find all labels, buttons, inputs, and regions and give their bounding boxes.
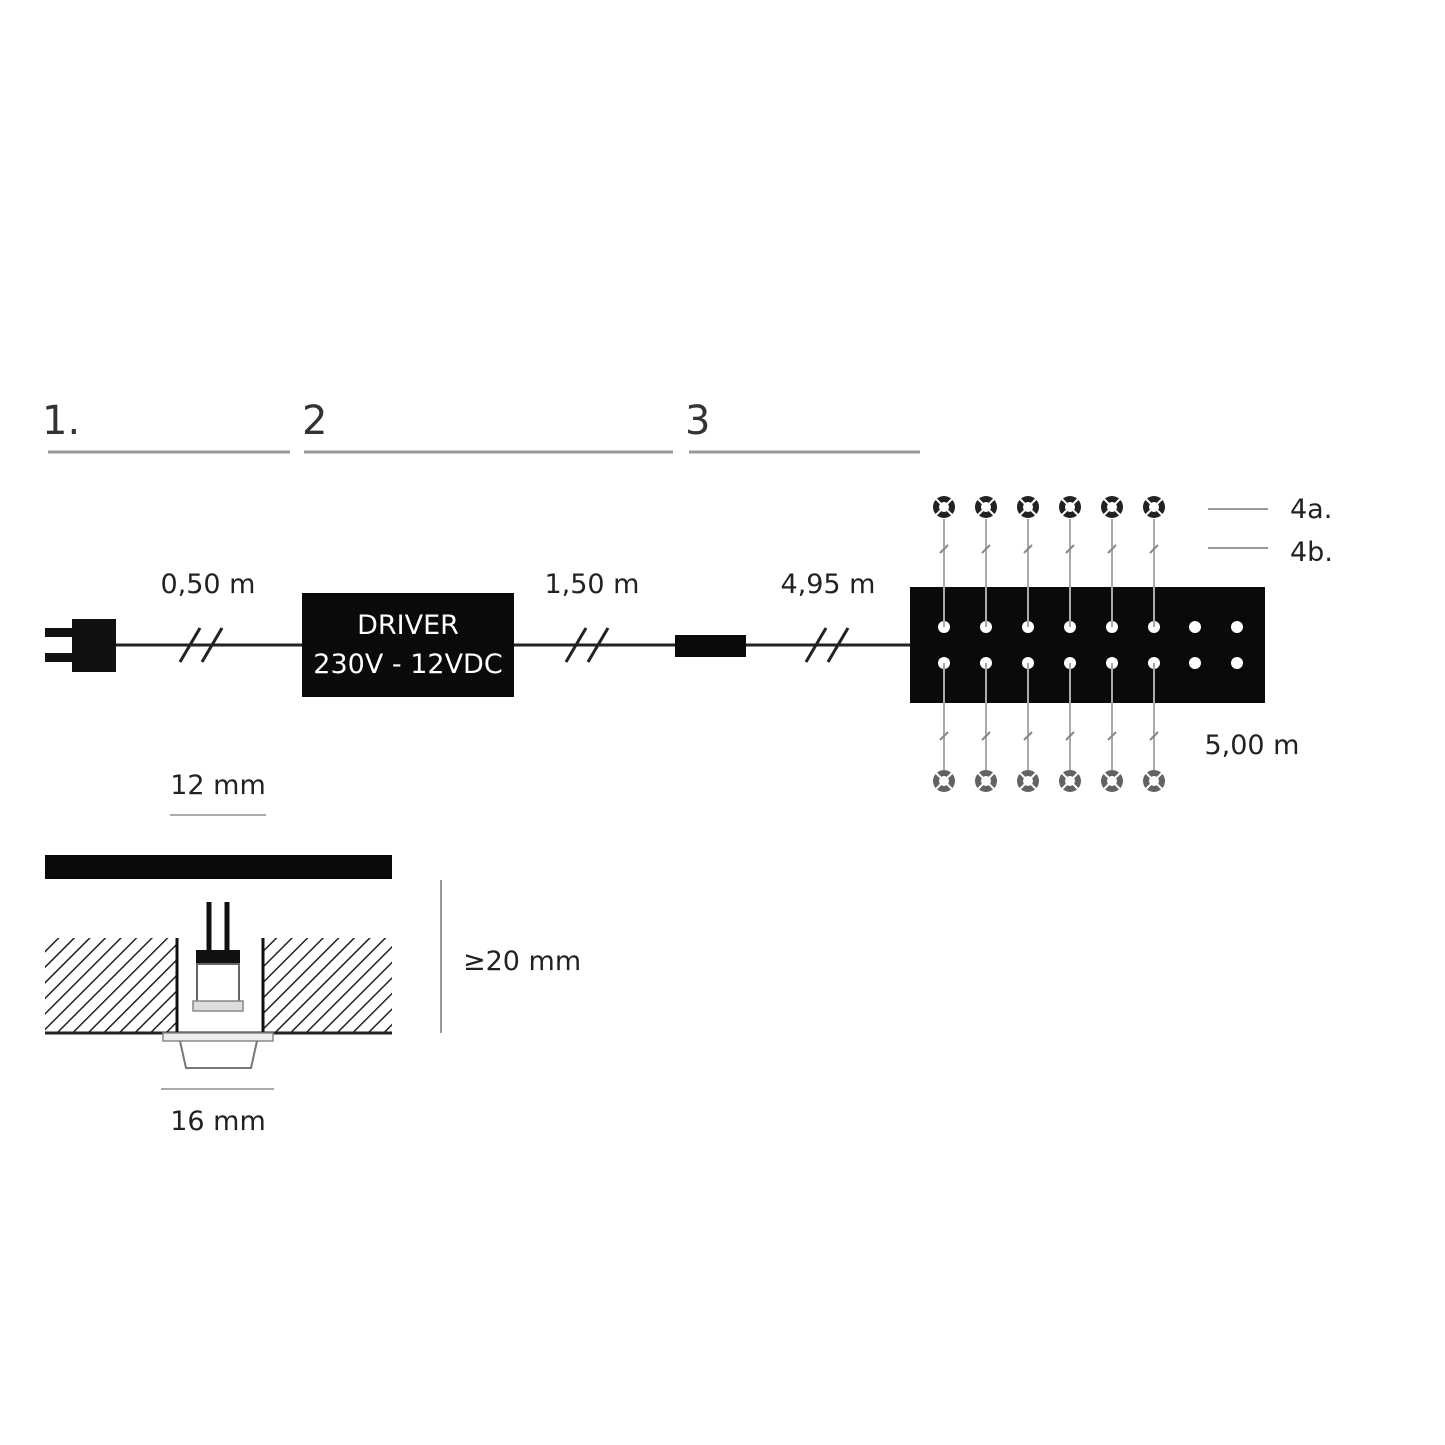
spot-lamp-icon — [1142, 769, 1166, 793]
section-2: 2 — [302, 398, 673, 454]
spot-lamp-icon — [932, 769, 956, 793]
section-1-label: 1. — [42, 398, 80, 444]
spot-lamp-icon — [1016, 769, 1040, 793]
wire-break-icon — [981, 731, 991, 741]
mounting-surface — [45, 855, 392, 879]
cable-length-hub: 4,95 m — [780, 569, 875, 600]
installation-section: 12 mm 16 mm ≥20 mm — [45, 770, 581, 1137]
min-depth-label: ≥20 mm — [463, 946, 581, 977]
spot-lamp-icon — [974, 495, 998, 519]
wire-break-icon — [1107, 731, 1117, 741]
wire-break-icon — [1023, 544, 1033, 554]
wire-break-icon — [1065, 544, 1075, 554]
cable-break-icon — [178, 627, 850, 663]
section-1: 1. — [42, 398, 290, 454]
wire-break-icon — [1149, 731, 1159, 741]
section-3: 3 — [685, 398, 920, 454]
hatched-material-left — [45, 938, 178, 1033]
plug-icon — [45, 619, 116, 672]
hub-led-dot — [1189, 621, 1201, 633]
distribution-hub — [910, 587, 1265, 703]
spot-lamp-icon — [1058, 769, 1082, 793]
driver-rating: 230V - 12VDC — [313, 649, 502, 680]
led-spot-icon — [162, 902, 274, 1069]
cable-length-driver: 1,50 m — [544, 569, 639, 600]
spot-lamp-icon — [1142, 495, 1166, 519]
spot-lamp-icon — [974, 769, 998, 793]
wire-break-icon — [1149, 544, 1159, 554]
spot-lamp-icon — [1100, 495, 1124, 519]
callout-4a: 4a. — [1290, 494, 1332, 525]
wire-break-icon — [939, 731, 949, 741]
wire-break-icon — [939, 544, 949, 554]
wire-break-icon — [981, 544, 991, 554]
wire-break-icon — [1023, 731, 1033, 741]
section-3-label: 3 — [685, 398, 710, 444]
spot-lamp-icon — [1058, 495, 1082, 519]
spot-lamp-icon — [1016, 495, 1040, 519]
section-2-label: 2 — [302, 398, 327, 444]
callout-4b: 4b. — [1290, 537, 1333, 568]
spot-lamp-icon — [1100, 769, 1124, 793]
hub-led-dot — [1189, 657, 1201, 669]
hatched-material-right — [262, 938, 392, 1033]
wire-break-icon — [1107, 544, 1117, 554]
hole-width-label: 12 mm — [170, 770, 266, 801]
spot-cable-length: 5,00 m — [1204, 730, 1299, 761]
cable-connector — [675, 635, 746, 657]
driver-title: DRIVER — [357, 610, 459, 641]
hub-led-dot — [1231, 621, 1243, 633]
hub-led-dot — [1231, 657, 1243, 669]
spot-lamp-icon — [932, 495, 956, 519]
flange-width-label: 16 mm — [170, 1106, 266, 1137]
cable-length-plug: 0,50 m — [160, 569, 255, 600]
wire-break-icon — [1065, 731, 1075, 741]
driver-box: DRIVER 230V - 12VDC — [302, 593, 514, 697]
